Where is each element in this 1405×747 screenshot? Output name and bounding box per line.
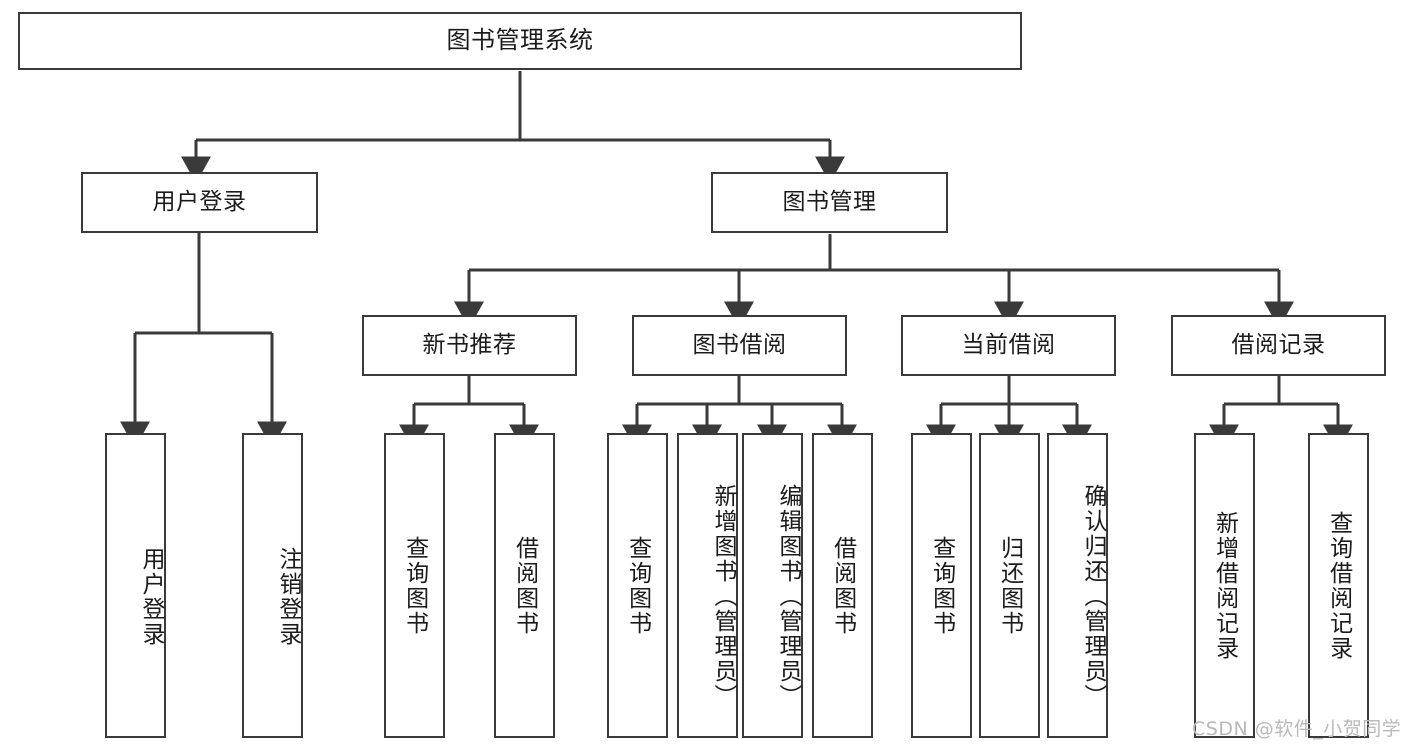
node-current-borrow[interactable]: 当前借阅 [901,315,1116,376]
node-leaf-return-book[interactable]: 归还图书 [979,433,1040,738]
node-leaf-query-book-current[interactable]: 查询图书 [911,433,972,738]
node-borrow-record[interactable]: 借阅记录 [1171,315,1386,376]
node-leaf-query-book-recommend[interactable]: 查询图书 [384,433,445,738]
node-book-borrow[interactable]: 图书借阅 [632,315,847,376]
node-user-login[interactable]: 用户登录 [81,172,318,233]
node-new-book-recommend[interactable]: 新书推荐 [362,315,577,376]
node-leaf-user-login[interactable]: 用户登录 [105,433,166,738]
node-leaf-add-book-admin[interactable]: 新增图书（管理员） [677,433,738,738]
node-leaf-query-borrow-record[interactable]: 查询借阅记录 [1308,433,1369,738]
csdn-watermark: CSDN @软件_小贺同学 [1192,718,1402,740]
node-book-management[interactable]: 图书管理 [711,172,948,233]
node-leaf-add-borrow-record[interactable]: 新增借阅记录 [1194,433,1255,738]
node-leaf-borrow-book-borrow[interactable]: 借阅图书 [812,433,873,738]
node-leaf-confirm-return-admin[interactable]: 确认归还（管理员） [1047,433,1108,738]
node-leaf-query-book-borrow[interactable]: 查询图书 [607,433,668,738]
node-leaf-logout-login[interactable]: 注销登录 [242,433,303,738]
node-root-book-management-system[interactable]: 图书管理系统 [18,12,1022,70]
node-leaf-borrow-book-recommend[interactable]: 借阅图书 [494,433,555,738]
node-leaf-edit-book-admin[interactable]: 编辑图书（管理员） [742,433,803,738]
